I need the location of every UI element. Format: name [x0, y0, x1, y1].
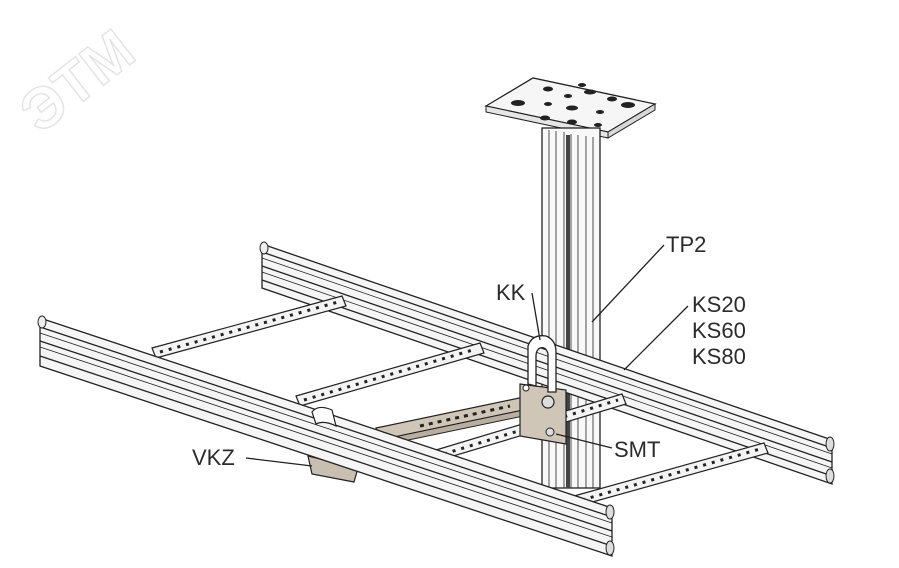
leader-vkz	[245, 457, 313, 467]
label-ks60: KS60	[692, 318, 746, 343]
rung-2	[295, 342, 485, 407]
label-kk: KK	[496, 280, 526, 305]
support-bracket-smt	[375, 383, 567, 447]
ceiling-plate	[484, 77, 657, 139]
label-smt: SMT	[614, 437, 660, 462]
rung-1	[151, 295, 347, 359]
watermark-text: ЭТМ	[8, 17, 147, 145]
leader-kk	[531, 292, 541, 341]
back-side-rail	[259, 241, 835, 485]
label-ks20: KS20	[692, 292, 746, 317]
watermark-logo: ЭТМ	[7, 16, 147, 146]
label-tp2: TP2	[666, 232, 706, 257]
callout-labels: TP2 KK KS20 KS60 KS80 SMT VKZ	[192, 232, 746, 470]
leader-lines	[245, 244, 689, 467]
front-rail-connector	[311, 406, 337, 428]
leader-ks	[623, 305, 689, 371]
leader-smt	[555, 433, 613, 449]
rung-4	[573, 442, 769, 507]
leader-tp2	[591, 244, 665, 323]
label-ks80: KS80	[692, 344, 746, 369]
label-vkz: VKZ	[192, 445, 235, 470]
